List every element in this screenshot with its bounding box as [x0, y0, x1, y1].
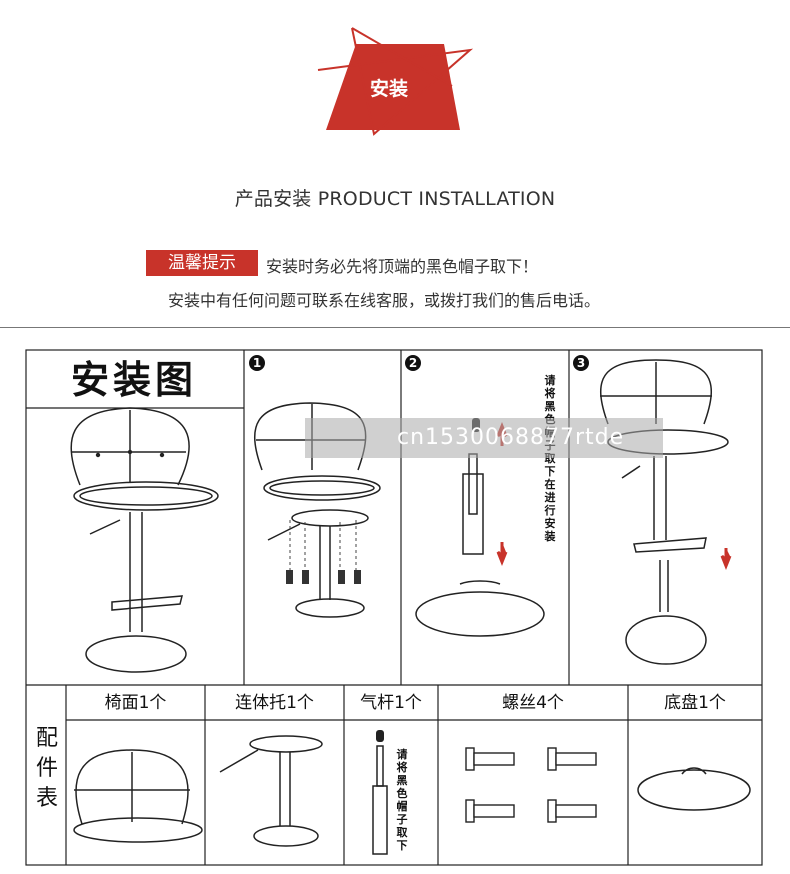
part-seat-drawing [73, 749, 203, 843]
step-number-3-badge [573, 355, 589, 371]
step-number-1-badge [249, 355, 265, 371]
step-2-note: 请将黑色帽子取下在进行安装 [544, 374, 556, 543]
tip-line-2: 安装中有任何问题可联系在线客服，或拨打我们的售后电话。 [168, 291, 601, 310]
step-number-2-badge [405, 355, 421, 371]
part-gas-lift-drawing [372, 745, 388, 855]
tip-line-1: 安装时务必先将顶端的黑色帽子取下！ [266, 257, 539, 276]
tip-label: 温馨提示 [146, 250, 258, 276]
gas-lift-drawing-step-2 [415, 453, 545, 637]
badge-text: 安装 [369, 78, 408, 100]
part-screws-drawing [465, 747, 597, 823]
part-gas-lift-note: 请将黑色帽子取下 [396, 748, 408, 852]
parts-label: 配件表 [35, 726, 58, 811]
part-label-screws: 螺丝4个 [502, 693, 564, 713]
diagram-title: 安装图 [70, 358, 197, 402]
step-number-2: 2 [408, 356, 418, 370]
watermark: cn1530068877rtde [305, 418, 663, 458]
section-title: 产品安装 PRODUCT INSTALLATION [234, 188, 556, 210]
badge-graphic [317, 27, 474, 136]
part-label-base: 底盘1个 [664, 693, 726, 713]
part-label-gas-lift: 气杆1个 [360, 693, 422, 713]
diagram-panel [0, 327, 790, 874]
chair-drawing-main [70, 407, 219, 673]
part-label-holder: 连体托1个 [235, 693, 314, 713]
chair-drawing-step-3 [600, 359, 729, 665]
step-number-3: 3 [576, 356, 586, 370]
part-holder-drawing [219, 735, 323, 847]
part-base-drawing [637, 767, 751, 811]
step-number-1: 1 [252, 356, 262, 370]
part-label-seat: 椅面1个 [104, 693, 167, 713]
